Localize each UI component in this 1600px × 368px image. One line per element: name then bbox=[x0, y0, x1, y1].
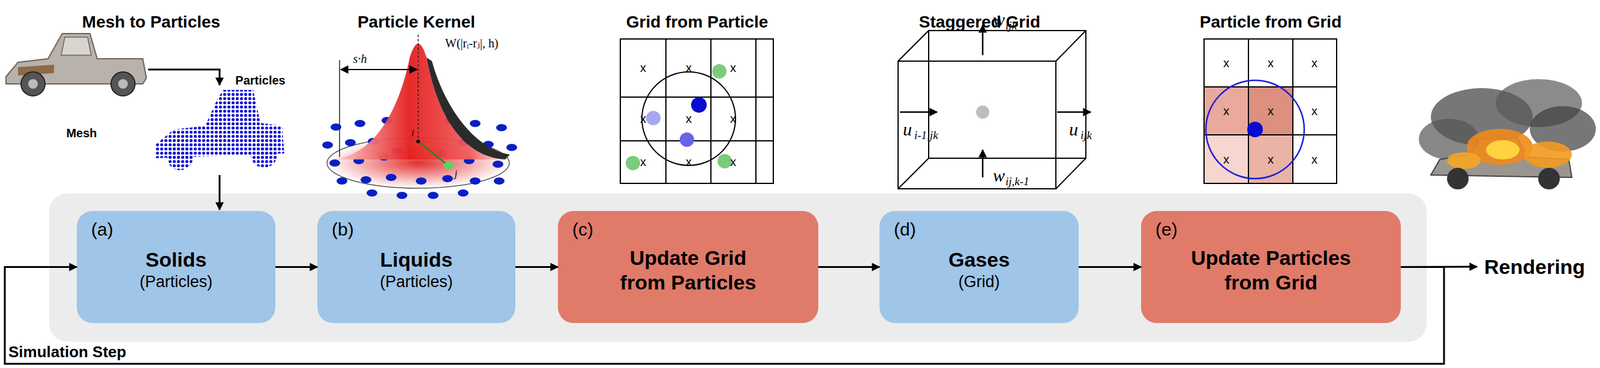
flow-arrow bbox=[4, 267, 1445, 365]
variable-symbol: u bbox=[1069, 119, 1079, 140]
grid-node-mark: x bbox=[730, 155, 737, 169]
process-box: (b) Liquids(Particles) bbox=[317, 211, 516, 324]
grid-from-particle bbox=[620, 38, 774, 184]
process-box: (e) Update Particles from Grid bbox=[1141, 211, 1401, 324]
process-box: (a) Solids(Particles) bbox=[76, 211, 276, 324]
image-caption: Mesh bbox=[65, 126, 97, 140]
terminal-label: Rendering bbox=[1477, 248, 1598, 285]
particle-from-grid bbox=[1204, 38, 1337, 184]
variable-subscript: i-1,jk bbox=[914, 129, 939, 143]
box-title: Solids bbox=[145, 247, 207, 273]
callout-number: (a) bbox=[91, 219, 114, 240]
variable-subscript: ij,k-1 bbox=[1005, 175, 1030, 189]
flow-arrow bbox=[1400, 266, 1478, 269]
grid-node-mark: x bbox=[1311, 152, 1318, 167]
panel-heading: Staggered Grid bbox=[919, 13, 1041, 32]
panel-heading: Particle Kernel bbox=[357, 13, 476, 32]
kernel-plot bbox=[322, 34, 518, 200]
callout-number: (e) bbox=[1155, 219, 1178, 240]
box-title: Update Grid from Particles bbox=[613, 245, 764, 296]
pointer-arrow bbox=[218, 175, 221, 210]
grid-node-mark: x bbox=[1267, 104, 1274, 118]
panel-heading: Mesh to Particles bbox=[82, 13, 221, 32]
grid-node-mark: x bbox=[640, 112, 647, 126]
point-label: j bbox=[454, 168, 458, 180]
simulation-band bbox=[49, 193, 1427, 342]
face-velocity-arrows bbox=[899, 25, 1091, 178]
grid-node-mark: x bbox=[685, 112, 692, 126]
point-label: i bbox=[411, 127, 414, 139]
flow-arrow bbox=[515, 266, 558, 269]
box-subtitle: (Particles) bbox=[379, 272, 453, 293]
grid-node-mark: x bbox=[730, 61, 737, 75]
variable-subscript: ijk bbox=[1080, 129, 1092, 143]
mesh-truck bbox=[5, 33, 147, 96]
staggered-cube bbox=[898, 30, 1086, 189]
grid-node-mark: x bbox=[640, 61, 647, 75]
flow-arrow bbox=[275, 266, 318, 269]
grid-node-mark: x bbox=[685, 61, 692, 75]
edge-label: Simulation Step bbox=[8, 343, 126, 362]
burning-truck bbox=[1418, 79, 1596, 190]
grid-node-mark: x bbox=[685, 155, 692, 169]
dimension-label: s·h bbox=[353, 52, 368, 66]
flow-arrow bbox=[818, 266, 880, 269]
panel-heading: Grid from Particle bbox=[626, 13, 769, 32]
variable-symbol: w bbox=[992, 165, 1005, 186]
image-caption: Particles bbox=[235, 73, 285, 87]
grid-node-mark: x bbox=[1223, 152, 1230, 167]
variable-subscript: ijk bbox=[1005, 19, 1017, 33]
callout-number: (b) bbox=[331, 219, 354, 240]
box-title: Liquids bbox=[380, 247, 453, 273]
grid-node-mark: x bbox=[1311, 56, 1318, 70]
box-subtitle: (Particles) bbox=[139, 272, 213, 293]
grid-node-mark: x bbox=[1267, 152, 1274, 167]
formula-label: W(|rᵢ-rⱼ|, h) bbox=[445, 36, 499, 50]
grid-node-mark: x bbox=[1223, 56, 1230, 70]
particle-truck bbox=[154, 89, 285, 171]
grid-particles bbox=[625, 64, 732, 171]
output-label: Rendering bbox=[1484, 255, 1586, 279]
flow-arrow bbox=[1078, 266, 1142, 269]
variable-symbol: u bbox=[902, 119, 912, 140]
grid-node-mark: x bbox=[1267, 56, 1274, 70]
variable-symbol: w bbox=[992, 9, 1005, 30]
process-box: (c) Update Grid from Particles bbox=[557, 211, 819, 324]
panel-heading: Particle from Grid bbox=[1199, 13, 1343, 32]
grid-node-mark: x bbox=[730, 112, 737, 126]
box-subtitle: (Grid) bbox=[958, 272, 1001, 293]
grid-node-mark: x bbox=[640, 155, 647, 169]
grid-node-mark: x bbox=[1223, 104, 1230, 118]
cell-center bbox=[976, 105, 990, 119]
grid-node-mark: x bbox=[1311, 104, 1318, 118]
callout-number: (d) bbox=[893, 219, 917, 240]
box-title: Update Particles from Grid bbox=[1175, 245, 1368, 296]
pointer-arrow bbox=[148, 69, 220, 86]
callout-number: (c) bbox=[572, 219, 594, 240]
box-title: Gases bbox=[948, 247, 1010, 273]
process-box: (d) Gases(Grid) bbox=[879, 211, 1079, 324]
